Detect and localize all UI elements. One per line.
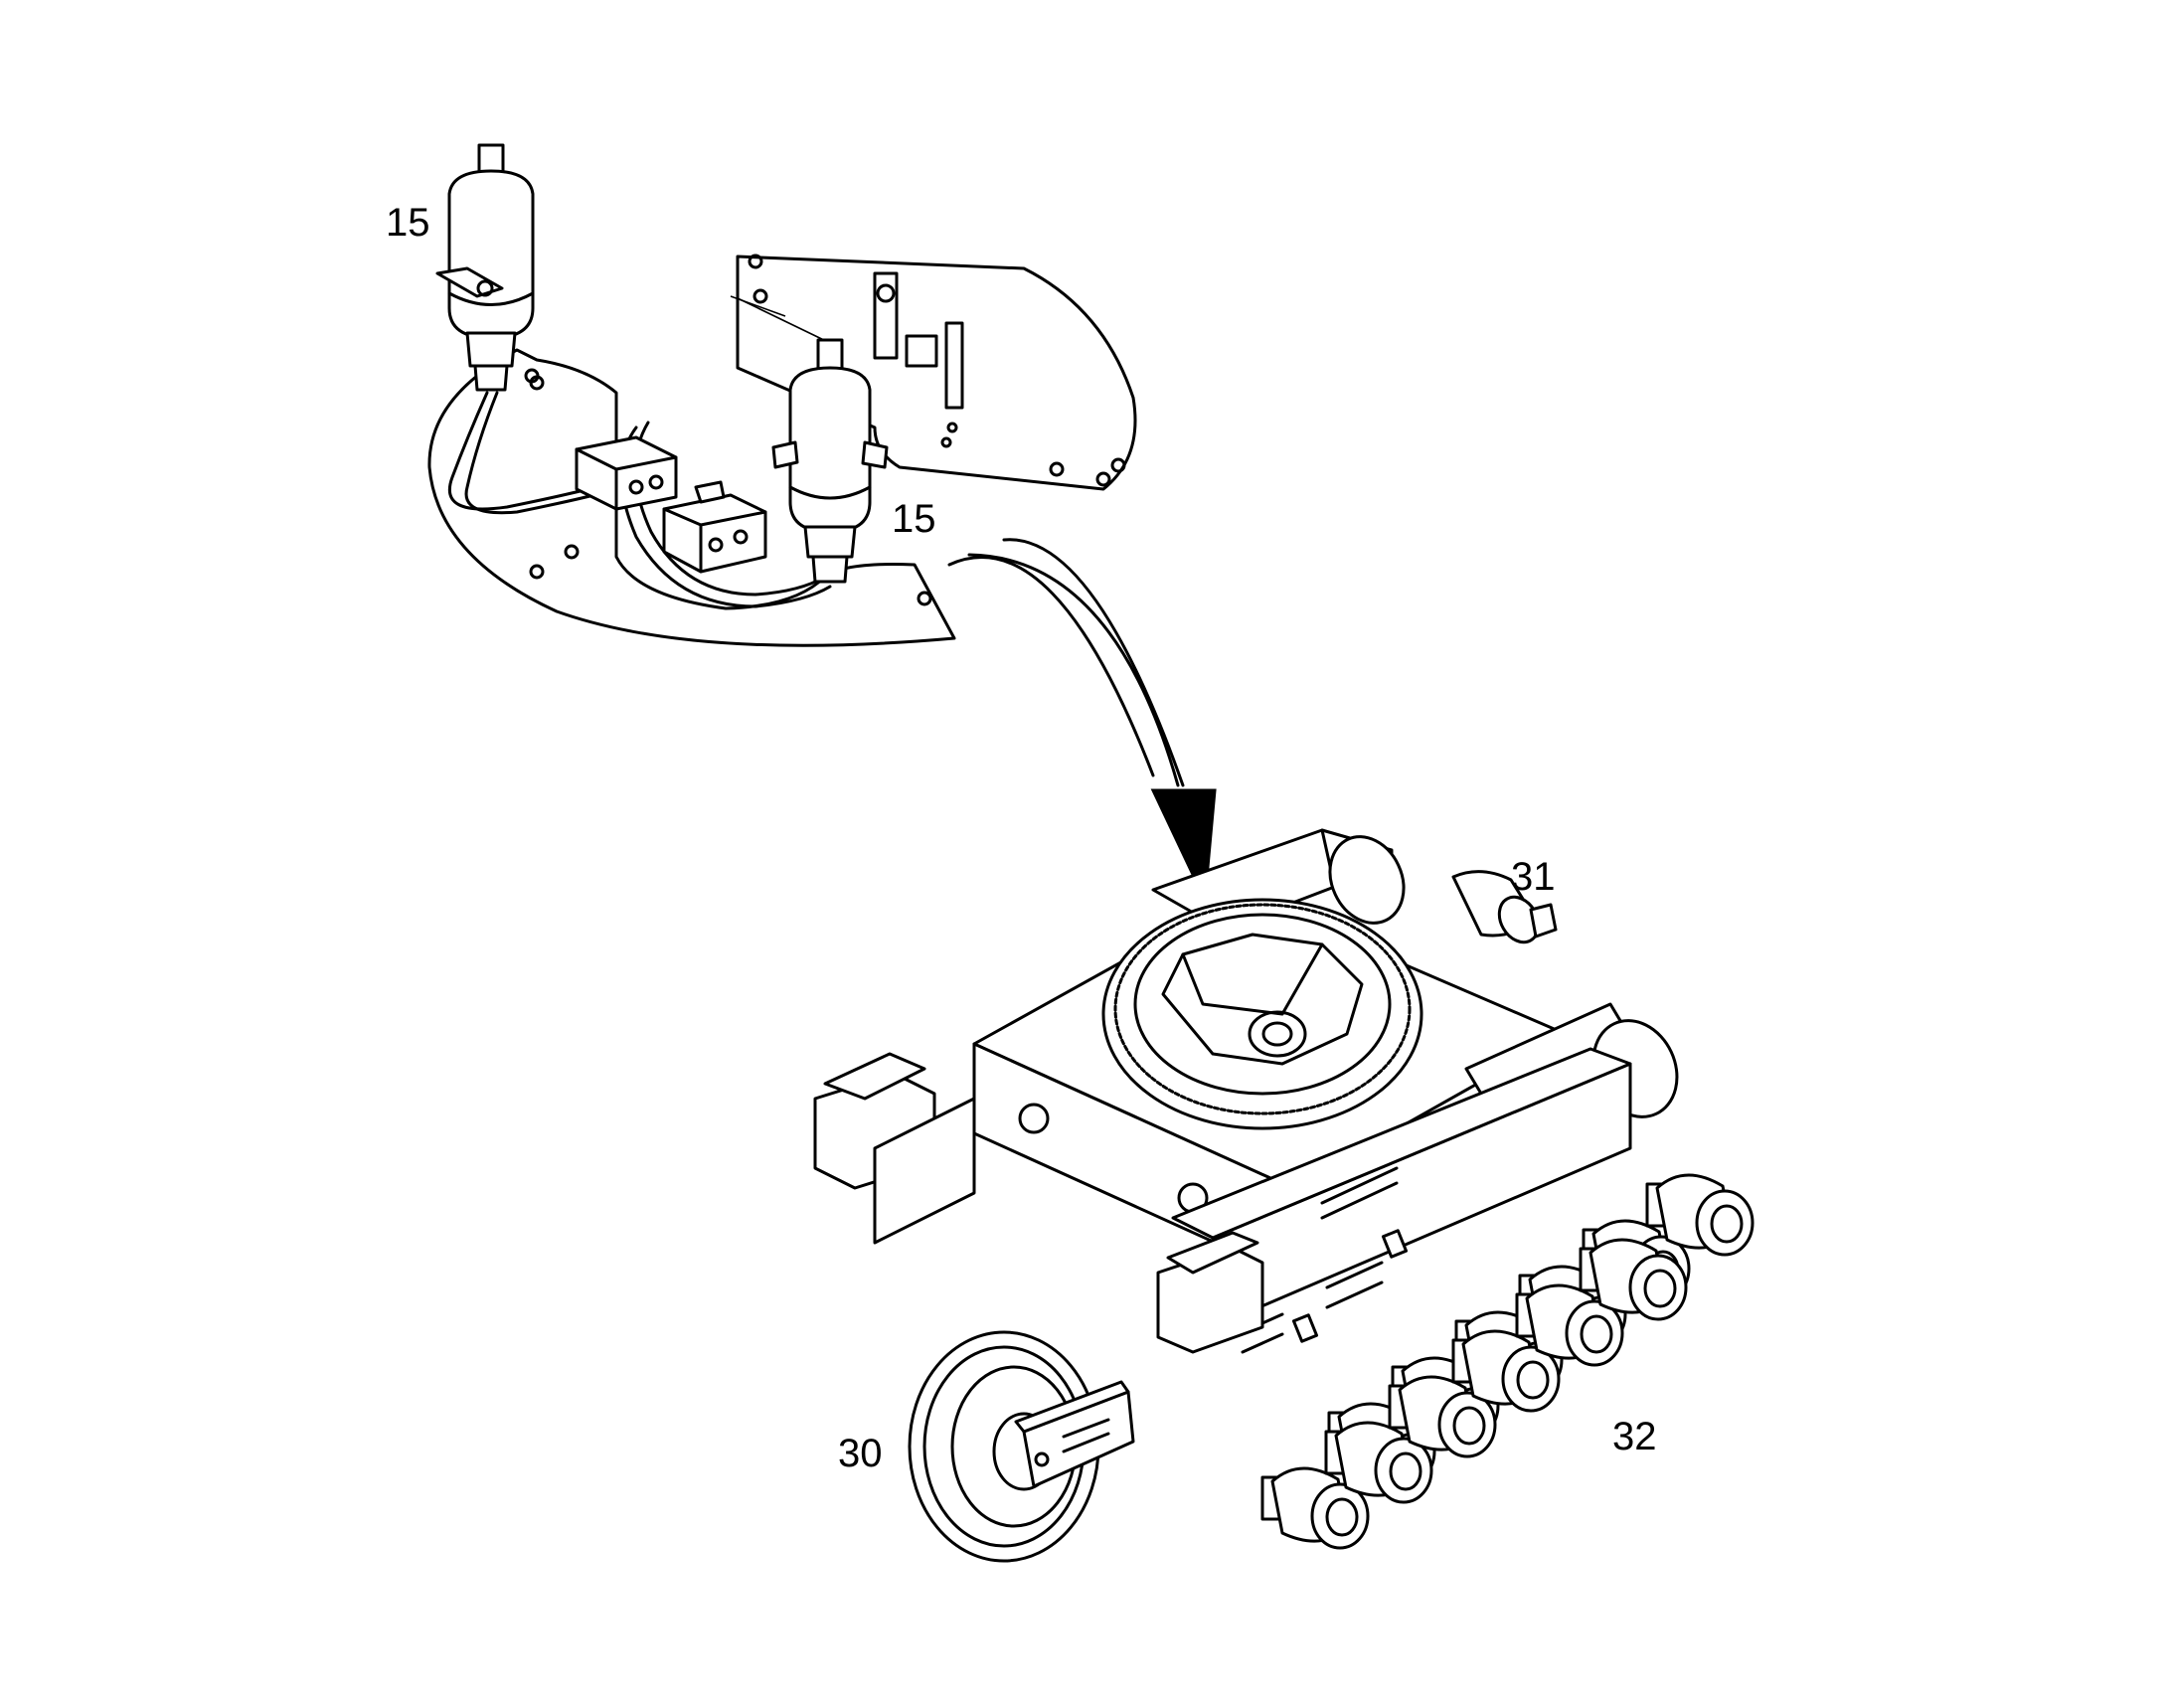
track-roller (1515, 1283, 1624, 1367)
slewing-ring (1101, 898, 1423, 1130)
track-roller (1645, 1173, 1755, 1257)
pressure-switch (1451, 870, 1558, 944)
accumulator-left (435, 143, 535, 392)
callout-accumulator-left: 15 (386, 201, 430, 245)
callout-track-rollers: 32 (1612, 1415, 1657, 1458)
track-roller (1579, 1238, 1688, 1321)
track-roller (1451, 1329, 1561, 1413)
valve-block (575, 435, 767, 574)
callout-accumulator-right: 15 (892, 497, 936, 541)
track-roller (1388, 1375, 1497, 1458)
callout-pressure-switch: 31 (1511, 855, 1556, 899)
mounting-plate-right (736, 254, 1137, 491)
assembly-arrow (947, 538, 1217, 906)
mounting-plate-left (427, 348, 956, 647)
leader-line (730, 295, 786, 317)
callout-idler-wheel: 30 (838, 1432, 883, 1475)
track-roller (1324, 1421, 1433, 1504)
track-roller (1260, 1466, 1370, 1550)
idler-wheel (908, 1330, 1135, 1563)
accumulator-right (771, 338, 889, 584)
track-rollers (1260, 1173, 1755, 1550)
